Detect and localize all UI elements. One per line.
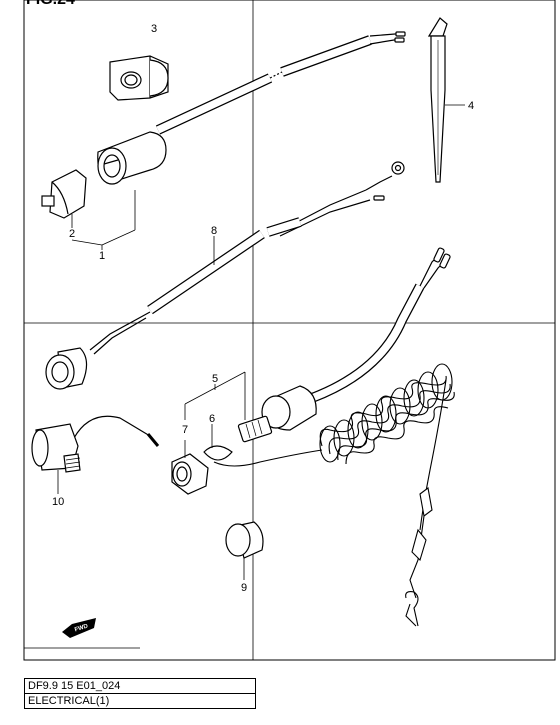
part-emergency-stop-switch xyxy=(237,247,451,443)
callout-1: 1 xyxy=(99,250,105,262)
part-nut xyxy=(171,453,209,495)
caption-section: ELECTRICAL(1) xyxy=(24,693,256,709)
callout-6: 6 xyxy=(209,413,215,425)
leaders-1-2 xyxy=(71,190,136,250)
callout-10: 10 xyxy=(52,496,64,508)
fwd-label: FWD xyxy=(74,623,89,633)
callout-8: 8 xyxy=(211,225,217,237)
part-plug-cap xyxy=(225,521,264,559)
caption-model: DF9.9 15 E01_024 xyxy=(24,678,256,694)
callout-3: 3 xyxy=(151,23,157,35)
figure-label: FIG.24 xyxy=(26,0,75,8)
part-cable-tie xyxy=(427,17,448,183)
part-coiled-lanyard xyxy=(203,363,455,627)
callout-4: 4 xyxy=(468,100,474,112)
fwd-arrow-icon: FWD xyxy=(62,618,96,638)
part-lanyard-switch-wire xyxy=(45,217,302,390)
leaders-5-6-7 xyxy=(184,371,246,458)
callout-5: 5 xyxy=(212,373,218,385)
diagram-frame xyxy=(23,0,556,661)
callout-2: 2 xyxy=(69,228,75,240)
part-sender-unit xyxy=(31,415,160,473)
part-switch-harness xyxy=(41,31,406,237)
part-grommet xyxy=(109,55,169,101)
callout-7: 7 xyxy=(182,424,188,436)
callout-9: 9 xyxy=(241,582,247,594)
